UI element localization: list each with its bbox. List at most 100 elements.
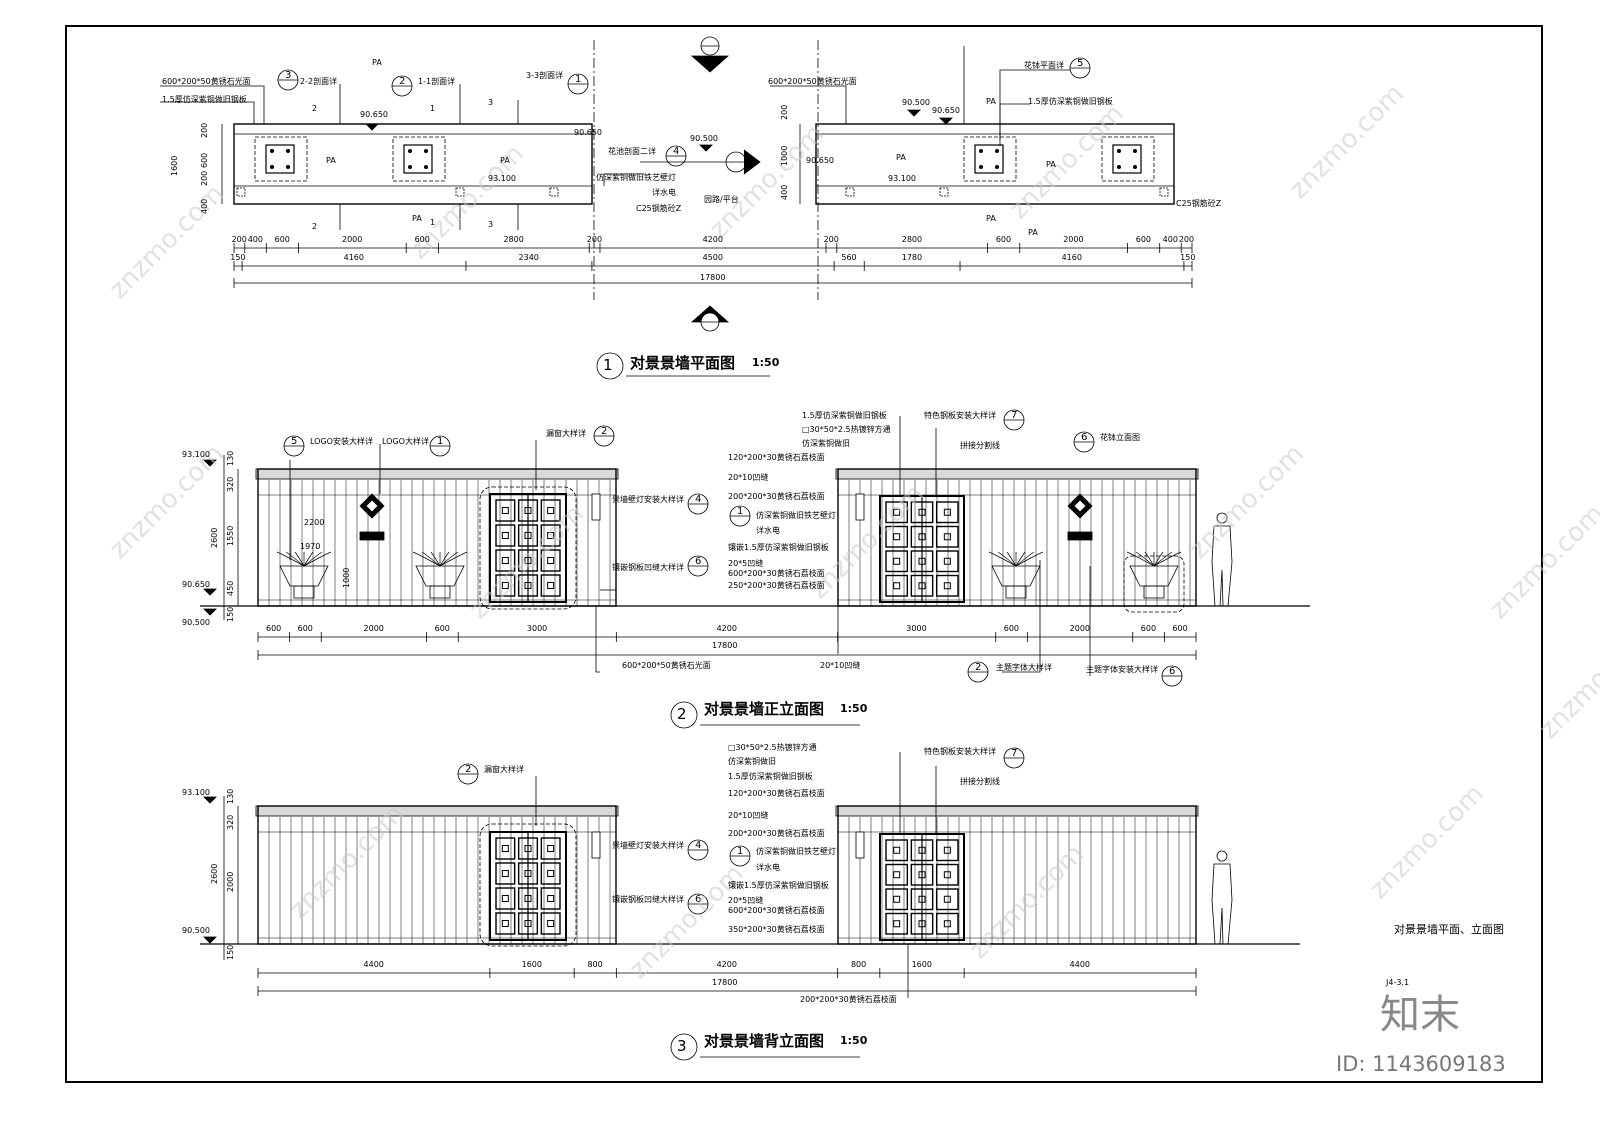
back-label: 350*200*30黄锈石荔枝面 [728,925,825,934]
human-scale-figure [1211,512,1233,945]
front-label: 主题字体大样详 [996,663,1052,672]
elev-dim: 1600 [911,960,932,969]
back-label: 特色钢板安装大样详 [924,747,996,756]
elev-dim: 800 [587,960,603,969]
plan-label: C25钢筋砼Z [1176,199,1222,208]
detail-callout-number: 1 [737,846,743,857]
elev-dim: 600 [1172,624,1188,633]
detail-callout-number: 7 [1011,748,1017,759]
watermark-id: ID: 1143609183 [1336,1052,1506,1076]
front-label: 拼接分割线 [960,441,1000,450]
plan-label: C25钢筋砼Z [636,204,682,213]
plan-label: 3-3剖面详 [526,71,564,80]
elev-vdim: 150 [226,606,235,622]
front-label: 镶嵌1.5厚仿深紫铜做旧钢板 [728,543,829,552]
back-label: 仿深紫铜做旧 [728,757,776,766]
level-label: 90.650 [932,106,960,115]
front-label: 20*10凹缝 [820,661,861,670]
sheet-frame [65,25,1543,1083]
plan-dim-2: 2340 [518,253,539,262]
plan-label: 详水电 [652,188,676,197]
back-label: 600*200*30黄锈石荔枝面 [728,906,825,915]
level-label: 90.650 [360,110,388,119]
plan-dim-1: 2000 [342,235,363,244]
watermark-logo: 知末 [1380,992,1460,1038]
plan-label: 2-2剖面详 [300,77,338,86]
plan-dim-2: 560 [841,253,857,262]
elev-vdim: 150 [226,944,235,960]
plan-dim-1: 2000 [1063,235,1084,244]
plan-dim-2: 150 [1180,253,1196,262]
elev-vdim: 450 [226,580,235,596]
sheet-title: 对景景墙平面、立面图 [1394,923,1504,936]
detail-callout-number: 3 [285,70,291,81]
elev-dim: 600 [297,624,313,633]
elev-vdim: 130 [226,450,235,466]
plan-dim-1: 400 [247,235,263,244]
detail-callout-number: 1 [437,436,443,447]
section-symbol-2 [690,36,730,73]
plan-dim-1: 200 [1178,235,1195,244]
watermark-text: znzmo.com [284,799,410,925]
elev-dim: 1600 [521,960,542,969]
view-number-2-label: 2 [677,705,687,723]
section-number: 3 [488,220,494,229]
level-label: 93.100 [488,174,516,183]
wall-lamp-icon [855,831,865,859]
plan-dim-2: 4160 [1061,253,1082,262]
detail-callout-number: 4 [673,146,679,157]
detail-callout-number: 5 [291,436,297,447]
back-label: 拼接分割线 [960,777,1000,786]
front-label: 120*200*30黄锈石荔枝面 [728,453,825,462]
section-number: 3 [488,98,494,107]
pa-label: PA [372,58,382,67]
plan-dim-1: 600 [1135,235,1152,244]
plan-label: 花池剖面二详 [608,147,656,156]
front-label: 镶嵌钢板凹缝大样详 [612,563,684,572]
elev-dim: 2000 [1069,624,1091,633]
pa-label: PA [412,214,422,223]
view-number-1 [596,352,624,380]
detail-callout-number: 2 [601,426,607,437]
elev-vdim: 320 [226,476,235,492]
elev-vdim: 2600 [210,863,219,884]
front-label: 250*200*30黄锈石荔枝面 [728,581,825,590]
back-label: 仿深紫铜做旧铁艺壁灯 [756,847,836,856]
section-number: 2 [312,104,318,113]
height-label: 1970 [300,542,321,551]
level-label: 90.500 [690,134,718,143]
front-label: 20*5凹缝 [728,559,764,568]
plan-dim-1: 2800 [901,235,923,244]
view-number-1-label: 1 [603,356,613,374]
plan-vdim: 600 [200,152,209,168]
front-label: 详水电 [756,526,780,535]
pa-label: PA [1028,228,1038,237]
elev-vdim: 1550 [226,525,235,546]
plan-dim-2: 150 [230,253,246,262]
sheet-code: J4-3.1 [1386,978,1410,987]
logo-icon [359,493,1093,519]
front-label: 仿深紫铜做旧 [802,439,850,448]
level-label: 90.650 [182,580,210,589]
plan-dim-1: 200 [586,235,603,244]
plan-dim-2: 1780 [901,253,923,262]
elev-dim: 4200 [716,960,737,969]
back-label: □30*50*2.5热镀锌方通 [728,743,817,752]
plan-dim-2: 4160 [343,253,364,262]
front-label: □30*50*2.5热镀锌方通 [802,425,891,434]
view-number-3-label: 3 [677,1037,687,1055]
plan-label: 仿深紫铜做旧铁艺壁灯 [596,173,676,182]
back-total: 17800 [712,978,738,987]
front-total: 17800 [712,641,738,650]
back-label: 200*200*30黄锈石荔枝面 [800,995,897,1004]
watermark-text: znzmo.com [1184,439,1310,565]
plan-vdim: 200 [200,170,209,186]
plan-vdim: 1600 [170,155,179,176]
section-number: 1 [430,104,436,113]
elev-dim: 4400 [1069,960,1091,969]
plan-title: 对景景墙平面图 [630,354,736,372]
plan-vdim: 400 [780,184,789,200]
elev-dim: 4400 [363,960,384,969]
plan-label: 园路/平台 [704,195,739,204]
